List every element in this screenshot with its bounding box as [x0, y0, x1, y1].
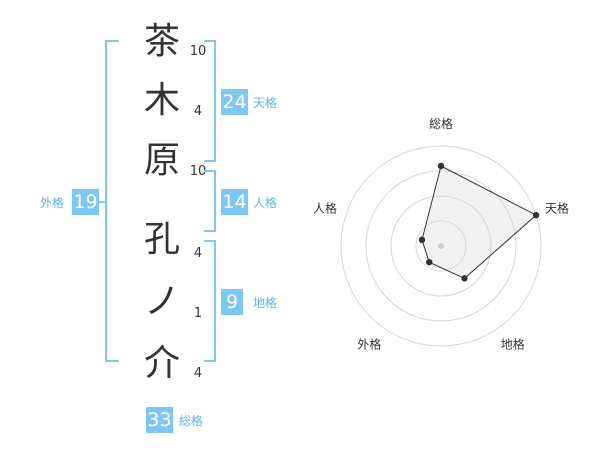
radar-ring-4: [340, 145, 542, 347]
chikaku-bracket: [204, 240, 216, 362]
tenkaku-bracket: [204, 40, 216, 162]
radar-axis-label-2: 天格: [545, 200, 569, 215]
stroke-count-4: 4: [193, 246, 203, 261]
radar-point-5: [418, 236, 426, 244]
radar-axis-label-1: 総格: [429, 116, 453, 131]
radar-point-4: [426, 258, 433, 266]
name-char-1: 茶: [143, 21, 180, 62]
radar-center-dot: [438, 243, 444, 249]
radar-axis-label-5: 人格: [313, 200, 337, 215]
soukaku-label: 総格: [179, 414, 204, 428]
radar-ring-1: [415, 220, 467, 272]
tenkaku-label: 天格: [253, 96, 278, 110]
name-char-3: 原: [143, 140, 180, 181]
outer-bracket-stub: [96, 201, 106, 203]
radar-point-3: [461, 275, 468, 282]
name-char-5: ノ: [143, 281, 180, 322]
name-char-4: 孔: [143, 219, 180, 260]
outer-bracket: [105, 40, 119, 362]
radar-ring-2: [390, 195, 492, 297]
name-char-6: 介: [143, 343, 180, 384]
stroke-count-5: 1: [193, 306, 203, 321]
gaikaku-label: 外格: [40, 196, 65, 210]
radar-point-1: [437, 162, 445, 170]
soukaku-value: 33: [146, 407, 173, 433]
radar-polygon: [421, 165, 537, 279]
name-char-2: 木: [143, 80, 180, 121]
jinkaku-bracket: [204, 170, 216, 232]
jinkaku-value: 14: [221, 189, 248, 215]
stroke-count-2: 4: [193, 104, 203, 119]
stroke-count-3: 10: [189, 164, 207, 179]
chikaku-value: 9: [221, 289, 243, 315]
chikaku-label: 地格: [253, 296, 278, 310]
gaikaku-value: 19: [72, 189, 99, 215]
stroke-count-1: 10: [189, 44, 207, 59]
stroke-count-6: 4: [193, 366, 203, 381]
jinkaku-label: 人格: [253, 196, 278, 210]
radar-ring-3: [365, 170, 517, 322]
radar-axis-label-3: 地格: [501, 337, 525, 352]
radar-point-2: [532, 211, 540, 219]
radar-axis-label-4: 外格: [357, 337, 381, 352]
tenkaku-value: 24: [221, 89, 248, 115]
